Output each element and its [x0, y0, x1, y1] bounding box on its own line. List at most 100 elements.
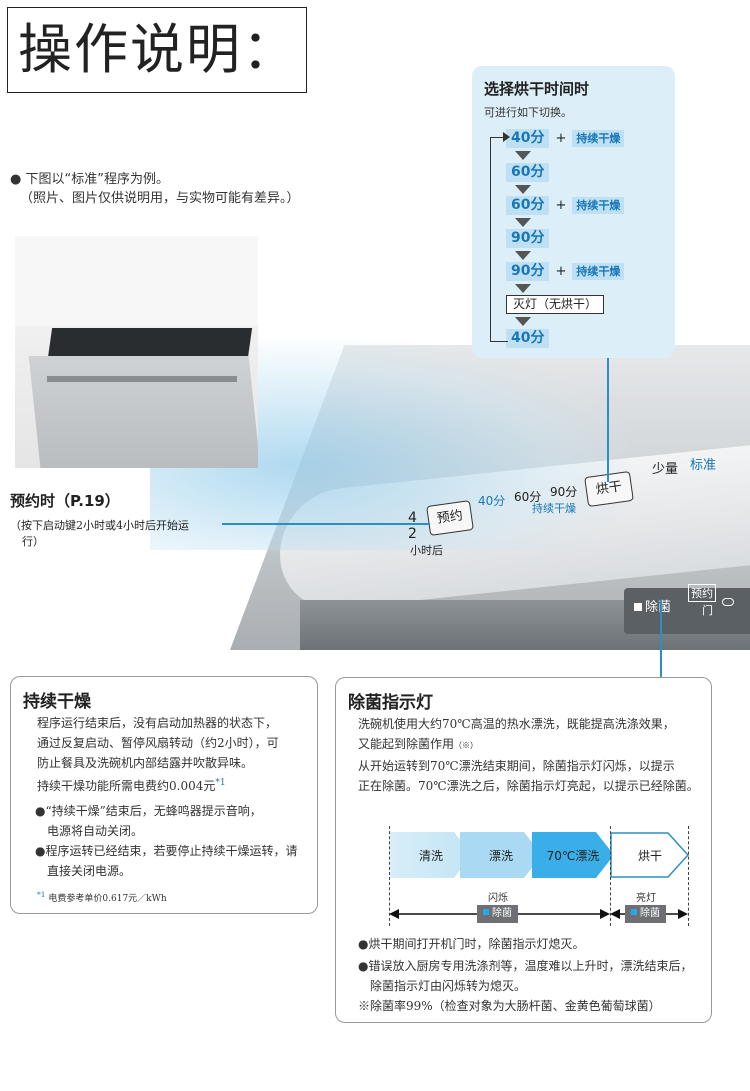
door-indicator: 门: [702, 604, 713, 617]
flow-step-wash: 清洗: [390, 832, 472, 878]
footnote-mark: *1: [37, 890, 46, 899]
continuous-dry-tag: 持续干燥: [572, 129, 625, 147]
time-40: 40分: [506, 328, 550, 348]
down-arrow-icon: [515, 317, 531, 326]
door-light-icon: [722, 598, 734, 606]
selector-row-5: 90分 + 持续干燥: [506, 261, 625, 281]
continuous-dry-heading: 持续干燥: [23, 692, 91, 712]
time-90: 90分: [506, 228, 550, 248]
selector-subtitle: 可进行如下切换。: [484, 106, 572, 119]
sterilize-leader-line: [660, 600, 662, 680]
dry-90-label: 90分: [550, 485, 578, 499]
mode-small-label: 少量: [652, 462, 679, 477]
open-tray: [47, 328, 253, 358]
mode-standard-label: 标准: [690, 458, 717, 473]
reserve-indicator: 预约: [688, 584, 716, 602]
note-line-2: （照片、图片仅供说明用，与实物可能有差异。）: [20, 191, 300, 206]
continuous-dry-text-4: 持续干燥功能所需电费约0.004元*1: [37, 773, 226, 796]
dry-continuous-label: 持续干燥: [532, 502, 576, 515]
continuous-dry-bullet-1b: 电源将自动关闭。: [47, 824, 144, 838]
countertop: [15, 236, 258, 326]
time-60: 60分: [506, 162, 550, 182]
time-40: 40分: [506, 128, 550, 148]
reserve-callout-line2: 行）: [22, 535, 44, 548]
selector-row-7: 40分: [506, 328, 550, 348]
down-arrow-icon: [515, 185, 531, 194]
reserve-unit-label: 小时后: [410, 544, 443, 557]
continuous-dry-bullet-1a: ●“持续干燥”结束后，无蜂鸣器提示音响，: [35, 804, 262, 818]
down-arrow-icon: [515, 251, 531, 260]
note-line-1: ● 下图以“标准”程序为例。: [10, 172, 169, 187]
selector-row-4: 90分: [506, 228, 550, 248]
sterilize-bullet-1: ●烘干期间打开机门时，除菌指示灯熄灭。: [358, 937, 585, 951]
sterilize-note: ※除菌率99%（检查对象为大肠杆菌、金黄色葡萄球菌）: [358, 999, 661, 1013]
flow-step-hot-rinse: 70℃漂洗: [532, 832, 614, 878]
flow-step-dry-arrow: [610, 832, 690, 878]
light-on-label: 亮灯: [636, 893, 656, 904]
indicator-panel: [624, 588, 750, 634]
selector-heading: 选择烘干时间时: [484, 80, 590, 98]
right-arrow-icon: [503, 132, 510, 142]
dry-40-label: 40分: [478, 494, 506, 508]
selector-row-2: 60分: [506, 162, 550, 182]
sterilize-text-3: 从开始运转到70℃漂洗结束期间，除菌指示灯闪烁，以提示: [358, 759, 675, 773]
selector-row-3: 60分 + 持续干燥: [506, 195, 625, 215]
indicator-light-icon: [631, 909, 637, 915]
continuous-dry-text-4-body: 持续干燥功能所需电费约0.004元: [37, 779, 216, 793]
dry-button[interactable]: 烘干: [584, 470, 634, 508]
blink-label: 闪烁: [488, 893, 508, 904]
continuous-dry-box: 持续干燥 程序运行结束后，没有启动加热器的状态下， 通过反复启动、暂停风扇转动（…: [10, 676, 318, 914]
dishwasher-photo: [15, 236, 258, 468]
selector-row-6: 灭灯（无烘干）: [506, 294, 605, 314]
reserve-callout-heading: 预约时（P.19）: [10, 492, 120, 510]
dry-leader-line: [607, 358, 609, 482]
time-90: 90分: [506, 261, 550, 281]
sterilize-on-badge-label: 除菌: [640, 908, 660, 919]
flow-divider-mid: [610, 826, 611, 926]
indicator-light-icon: [483, 909, 489, 915]
flow-step-dry: 烘干: [637, 848, 662, 863]
sterilize-indicator-label: 除菌: [645, 600, 672, 615]
indicator-light-icon: [634, 603, 642, 611]
reserve-hours-2: 2: [408, 526, 417, 542]
time-60: 60分: [506, 195, 550, 215]
down-arrow-icon: [515, 284, 531, 293]
reserve-button[interactable]: 预约: [426, 500, 474, 536]
footnote-mark: *1: [215, 778, 226, 788]
continuous-dry-text-1: 程序运行结束后，没有启动加热器的状态下，: [37, 716, 278, 730]
down-arrow-icon: [515, 218, 531, 227]
page-title: 操作说明：: [7, 7, 307, 93]
reserve-callout-line1: （按下启动键2小时或4小时后开始运: [10, 519, 189, 532]
down-arrow-icon: [515, 151, 531, 160]
sterilize-text-2-body: 又能起到除菌作用: [358, 737, 455, 751]
reserve-leader-line: [222, 523, 430, 525]
sterilize-text-1: 洗碗机使用大约70℃高温的热水漂洗，既能提高洗涤效果，: [358, 717, 675, 731]
dry-time-selector-box: 选择烘干时间时 可进行如下切换。 40分 + 持续干燥 60分 60分 + 持续…: [472, 66, 675, 358]
sterilize-bullet-2b: 除菌指示灯由闪烁转为熄灭。: [370, 979, 527, 993]
plus-sign: +: [555, 197, 567, 213]
sterilize-note-mark: （※）: [454, 741, 479, 750]
flow-divider-end: [688, 826, 689, 926]
sterilize-blink-badge: 除菌: [477, 905, 518, 923]
continuous-dry-footnote: *1 电费参考单价0.617元／kWh: [37, 885, 167, 909]
reserve-hours-4: 4: [408, 510, 417, 526]
sterilize-text-4: 正在除菌。70℃漂洗之后，除菌指示灯亮起，以提示已经除菌。: [358, 779, 699, 793]
continuous-dry-bullet-2b: 直接关闭电源。: [47, 864, 132, 878]
sterilize-on-badge: 除菌: [625, 905, 666, 923]
light-off-option: 灭灯（无烘干）: [506, 294, 605, 314]
sterilize-heading: 除菌指示灯: [348, 693, 433, 713]
sterilize-bullet-2a: ●错误放入厨房专用洗涤剂等，温度难以上升时，漂洗结束后，: [358, 959, 693, 973]
plus-sign: +: [555, 263, 567, 279]
flow-step-rinse: 漂洗: [460, 832, 542, 878]
continuous-dry-tag: 持续干燥: [572, 262, 625, 280]
flow-divider-start: [389, 826, 390, 926]
continuous-dry-footnote-text: 电费参考单价0.617元／kWh: [48, 894, 167, 904]
continuous-dry-tag: 持续干燥: [572, 196, 625, 214]
dry-60-label: 60分: [514, 490, 542, 504]
dishwasher-door: [28, 356, 258, 468]
cycle-loop-line: [490, 137, 508, 342]
sterilize-blink-badge-label: 除菌: [492, 908, 512, 919]
sterilize-text-2: 又能起到除菌作用（※）: [358, 734, 478, 756]
sterilize-indicator: 除菌: [634, 596, 671, 615]
continuous-dry-text-3: 防止餐具及洗碗机内部结露并吹散异味。: [37, 756, 254, 770]
